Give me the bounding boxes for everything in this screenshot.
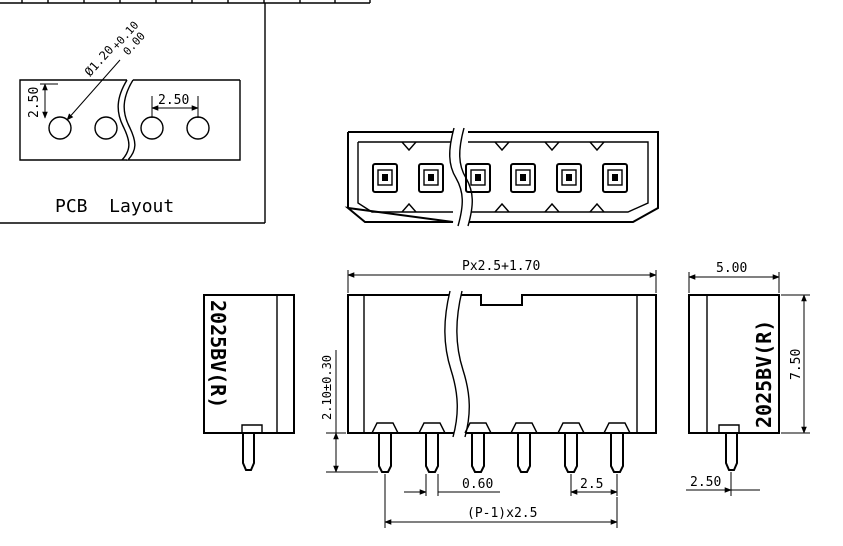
pin-window-3 xyxy=(465,163,491,193)
part-number-right: 2025BV(R) xyxy=(752,320,776,428)
pin-window-4 xyxy=(510,163,536,193)
right-side-view: 2025BV(R) 5.00 7.50 2.50 xyxy=(686,261,810,496)
front-pin-3 xyxy=(464,422,492,473)
row-pitch-label: 2.50 xyxy=(27,87,42,118)
pitch-small-label: 2.5 xyxy=(580,477,603,492)
pin-window-5 xyxy=(556,163,582,193)
pcb-hole-2 xyxy=(94,116,118,140)
table-remnant xyxy=(0,0,371,4)
front-pin-6 xyxy=(603,422,631,473)
pin-window-1 xyxy=(372,163,398,193)
pin-window-2 xyxy=(418,163,444,193)
pcb-layout-title: PCB Layout xyxy=(55,196,174,217)
front-pin-1 xyxy=(371,422,399,473)
front-pin-2 xyxy=(418,422,446,473)
pin-window-6 xyxy=(602,163,628,193)
pin-span-label: (P-1)x2.5 xyxy=(467,506,537,521)
left-side-view: 2025BV(R) xyxy=(203,294,295,471)
pcb-hole-1 xyxy=(48,116,72,140)
side-width-label: 5.00 xyxy=(716,261,747,276)
pitch-label: 2.50 xyxy=(158,93,189,108)
side-offset-label: 2.50 xyxy=(690,475,721,490)
front-pin-4 xyxy=(510,422,538,473)
front-view: Px2.5+1.70 2.10±0.30 0.60 2.5 (P-1)x2.5 xyxy=(320,259,657,528)
pin-height-label: 2.10±0.30 xyxy=(320,355,334,420)
side-height-label: 7.50 xyxy=(789,349,804,380)
top-view xyxy=(344,127,659,227)
pcb-layout-panel: Ø1.20 +0.10 0.00 2.50 2.50 PCB Layout xyxy=(0,3,266,224)
pcb-hole-4 xyxy=(186,116,210,140)
hole-diameter-label: Ø1.20 xyxy=(82,43,117,79)
front-pin-5 xyxy=(557,422,585,473)
pin-width-label: 0.60 xyxy=(462,477,493,492)
part-number-left: 2025BV(R) xyxy=(206,300,230,408)
pcb-hole-3 xyxy=(140,116,164,140)
overall-length-label: Px2.5+1.70 xyxy=(462,259,540,274)
